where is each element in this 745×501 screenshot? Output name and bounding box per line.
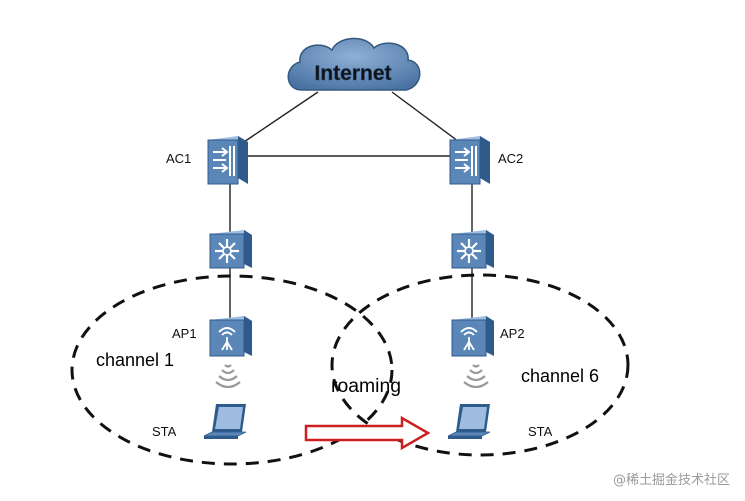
ac2-side-face	[480, 136, 490, 184]
wireless-signal-icon	[215, 364, 241, 389]
ap1-side-face	[244, 316, 252, 356]
laptop2-screen	[459, 407, 487, 429]
laptop1-base	[203, 431, 247, 437]
ac1-controller-icon	[213, 146, 235, 176]
ap1-access-point	[209, 316, 252, 357]
laptop2-base-edge	[448, 436, 482, 439]
coverage-area-ap1	[70, 274, 394, 466]
laptop-icon	[447, 404, 491, 439]
switch2-hub	[464, 246, 474, 256]
ac1-label: AC1	[166, 151, 191, 166]
ac1-controller	[207, 136, 248, 185]
network-links	[229, 91, 473, 318]
ap2-access-point	[451, 316, 494, 357]
ap1-wifi-icon	[218, 327, 236, 351]
switch1	[209, 230, 252, 269]
switch1-hub	[222, 246, 232, 256]
sta2-label: STA	[528, 424, 553, 439]
ap1-label: AP1	[172, 326, 197, 341]
laptop1-screen	[215, 407, 243, 429]
sta1-label: STA	[152, 424, 177, 439]
coverage-area-ap2	[330, 273, 630, 457]
ac1-side-face	[238, 136, 248, 184]
ac2-label: AC2	[498, 151, 523, 166]
cloud-label: Internet	[314, 62, 391, 85]
switch1-side-face	[244, 230, 252, 268]
switch2-side-face	[486, 230, 494, 268]
ac2-controller	[449, 136, 490, 185]
internet-cloud: Internet	[287, 37, 421, 91]
laptop2-base	[447, 431, 491, 437]
laptop1-base-edge	[204, 436, 238, 439]
channel6-label: channel 6	[521, 366, 599, 386]
wireless-signal-icon	[463, 364, 489, 389]
ap2-label: AP2	[500, 326, 525, 341]
ap2-wifi-icon	[460, 327, 478, 351]
channel1-label: channel 1	[96, 350, 174, 370]
watermark: @稀土掘金技术社区	[613, 472, 730, 488]
ac2-controller-icon	[455, 146, 477, 176]
switch2	[451, 230, 494, 269]
ap2-side-face	[486, 316, 494, 356]
roaming-label: roaming	[331, 376, 401, 397]
link-internet-ac1	[231, 91, 319, 151]
laptop-icon	[203, 404, 247, 439]
roaming-arrow	[304, 415, 431, 451]
cloud-shape	[287, 37, 421, 91]
